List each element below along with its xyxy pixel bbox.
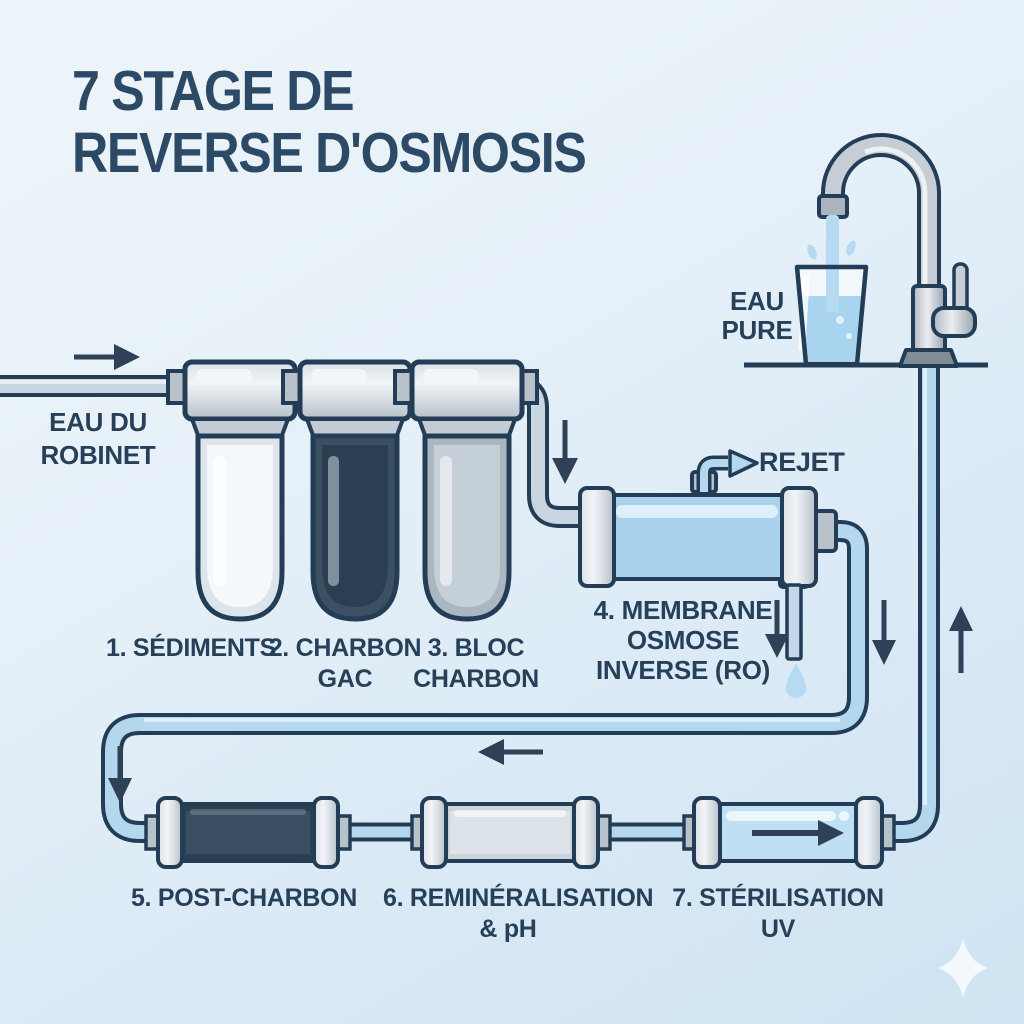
water-glass-icon bbox=[794, 264, 869, 367]
flow-arrow-inlet-icon bbox=[74, 344, 140, 370]
label-stage-2-charbon-gac: 2. CHARBON GAC bbox=[268, 634, 422, 693]
flow-arrow-bottomloop-down-icon bbox=[108, 746, 132, 803]
label-stage-5-post-charbon: 5. POST-CHARBON bbox=[130, 884, 358, 912]
page-title-line2: REVERSE D'OSMOSIS bbox=[72, 121, 587, 185]
page-title: 7 STAGE DE REVERSE D'OSMOSIS bbox=[72, 59, 587, 185]
flow-arrow-permeate-down-icon bbox=[872, 600, 896, 665]
label-tap-water: EAU DU ROBINET bbox=[40, 407, 156, 470]
filter-sediment-icon bbox=[166, 359, 314, 622]
filter-uv-icon bbox=[682, 796, 896, 869]
filter-gac-icon bbox=[281, 359, 429, 622]
ro-membrane-icon bbox=[578, 470, 838, 589]
flow-arrow-down-prefilter-icon bbox=[552, 420, 578, 484]
page-title-line1: 7 STAGE DE bbox=[72, 59, 355, 123]
label-stage-7-sterilisation-uv: 7. STÉRILISATION UV bbox=[672, 884, 884, 943]
flow-arrow-outlet-up-icon bbox=[949, 606, 973, 673]
faucet-handle-base-icon bbox=[931, 306, 977, 338]
droplet-icon bbox=[786, 664, 806, 698]
filter-post-carbon-icon bbox=[144, 796, 352, 869]
label-stage-3-bloc-charbon: 3. BLOC CHARBON bbox=[413, 634, 539, 693]
splash-drop-icon bbox=[846, 240, 856, 256]
filter-remineralisation-icon bbox=[410, 796, 612, 869]
flow-arrow-bottom-left-icon bbox=[478, 739, 543, 765]
reject-pipe-icon bbox=[696, 449, 759, 492]
flow-arrow-reject-icon bbox=[728, 449, 759, 478]
faucet-icon bbox=[744, 133, 988, 368]
flow-arrow-uv-right-icon bbox=[752, 820, 844, 846]
sparkle-icon bbox=[938, 938, 988, 998]
permeate-pipe-membrane-to-postcarbon bbox=[101, 520, 869, 843]
filter-carbon-block-icon bbox=[393, 359, 539, 622]
uv-to-faucet-pipe bbox=[884, 358, 940, 843]
drain-pipe-icon bbox=[785, 583, 803, 661]
label-stage-1-sediments: 1. SÉDIMENTS bbox=[105, 634, 277, 662]
splash-drop-icon bbox=[807, 244, 817, 260]
faucet-base-icon bbox=[898, 348, 959, 368]
label-stage-6-remineralisation: 6. REMINÉRALISATION & pH bbox=[383, 884, 654, 943]
label-reject: REJET bbox=[759, 447, 845, 477]
flow-arrow-drain-icon bbox=[765, 600, 789, 658]
label-pure-water: EAU PURE bbox=[721, 286, 793, 345]
label-stage-4-membrane-ro: 4. MEMBRANE OSMOSE INVERSE (RO) bbox=[593, 595, 773, 685]
